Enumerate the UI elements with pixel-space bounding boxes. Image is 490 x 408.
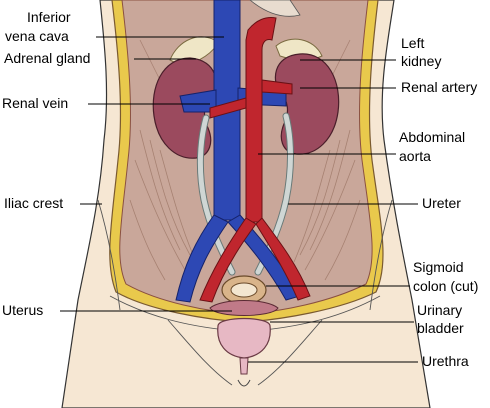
- leader-lines: [60, 36, 418, 363]
- urethra-opening: [237, 379, 251, 387]
- groin-line-right: [257, 319, 323, 386]
- label-renal-artery: Renal artery: [401, 79, 477, 95]
- diaphragm-crura: [249, 0, 301, 17]
- label-sigmoid-colon-line2: colon (cut): [413, 278, 478, 294]
- label-urinary-bladder-line1: Urinary: [417, 302, 462, 318]
- label-ureter: Ureter: [422, 195, 461, 211]
- sigmoid-colon-cut: [221, 275, 267, 305]
- urethra: [239, 357, 249, 375]
- label-abdominal-aorta-line2: aorta: [399, 148, 431, 164]
- label-abdominal-aorta-line1: Abdominal: [399, 129, 465, 145]
- pubic-contour-right: [263, 295, 381, 331]
- groin-line-left: [167, 319, 233, 386]
- pubic-contour-left: [109, 295, 227, 331]
- label-left-kidney-line2: kidney: [401, 53, 441, 69]
- urinary-bladder: [217, 317, 271, 359]
- label-left-kidney-line1: Left: [401, 35, 424, 51]
- label-inferior-vena-cava-line1: Inferior: [27, 9, 71, 25]
- label-renal-vein: Renal vein: [2, 95, 68, 111]
- label-iliac-crest: Iliac crest: [4, 195, 63, 211]
- label-urethra: Urethra: [422, 353, 469, 369]
- label-urinary-bladder-line2: bladder: [417, 320, 464, 336]
- label-adrenal-gland: Adrenal gland: [4, 50, 90, 66]
- uterus: [209, 300, 279, 316]
- label-uterus: Uterus: [2, 302, 43, 318]
- label-sigmoid-colon-line1: Sigmoid: [413, 259, 464, 275]
- label-inferior-vena-cava-line2: vena cava: [5, 28, 69, 44]
- ureter-right-fill: [197, 115, 235, 275]
- abdominal-aorta: [199, 17, 311, 303]
